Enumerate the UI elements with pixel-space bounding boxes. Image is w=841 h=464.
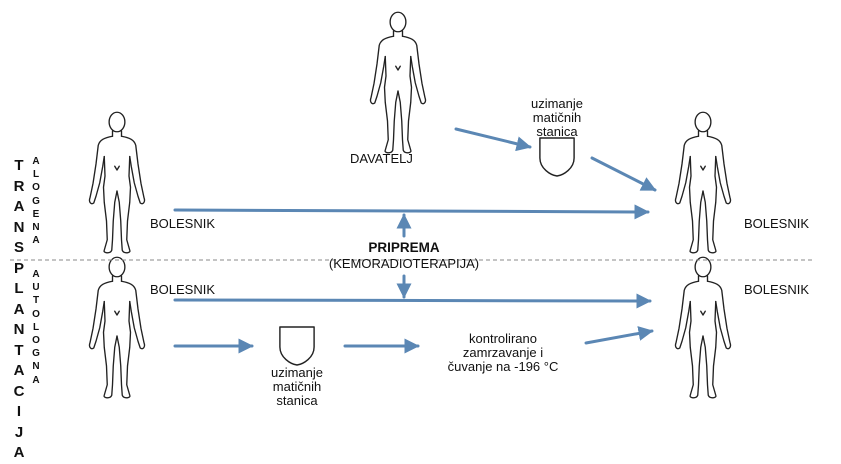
autologna-letter: T bbox=[32, 295, 40, 307]
alogena-letter: O bbox=[32, 182, 40, 194]
autologna-letter: O bbox=[32, 308, 40, 320]
outer-letter: T bbox=[14, 341, 24, 359]
patient-autologna-left-figure-icon bbox=[88, 256, 146, 399]
arrow-donor-to-bag bbox=[454, 127, 532, 152]
autologna-letter: O bbox=[32, 335, 40, 347]
outer-letter: L bbox=[14, 280, 24, 297]
alogena-letter: L bbox=[32, 169, 40, 181]
arrow-alogena-patient-to-patient bbox=[173, 204, 650, 220]
uzimanje-bottom-label: uzimanje matičnih stanica bbox=[270, 365, 324, 408]
bolesnik-alogena-left-label: BOLESNIK bbox=[150, 216, 216, 231]
arrow-freezing-to-patient bbox=[584, 326, 654, 345]
outer-letter: S bbox=[13, 239, 24, 256]
outer-letter: A bbox=[13, 198, 25, 215]
alogena-letter: G bbox=[32, 195, 40, 207]
priprema-subtitle: (KEMORADIOTERAPIJA) bbox=[328, 256, 480, 271]
outer-letter: N bbox=[13, 218, 25, 236]
autologna-letter: L bbox=[32, 321, 40, 333]
outer-letter: A bbox=[13, 444, 25, 461]
outer-letter: C bbox=[13, 382, 25, 400]
donor-figure-icon bbox=[369, 11, 427, 154]
uzimanje-top-label: uzimanje matičnih stanica bbox=[530, 96, 584, 139]
alogena-letter: A bbox=[32, 235, 40, 247]
arrow-bag-to-patient bbox=[590, 156, 657, 192]
stem-cell-bag-bottom-icon bbox=[279, 326, 315, 366]
bolesnik-autologna-left-label: BOLESNIK bbox=[150, 282, 216, 297]
outer-letter: A bbox=[13, 362, 25, 379]
autologna-letter: A bbox=[32, 269, 40, 280]
patient-alogena-right-figure-icon bbox=[674, 111, 732, 254]
bolesnik-alogena-right-label: BOLESNIK bbox=[744, 216, 810, 231]
outer-letter: N bbox=[13, 321, 25, 338]
outer-letter: T bbox=[14, 157, 24, 174]
patient-alogena-left-figure-icon bbox=[88, 111, 146, 254]
autologna-letter: A bbox=[32, 374, 40, 386]
alogena-letter: N bbox=[32, 222, 40, 234]
outer-letter: R bbox=[13, 177, 25, 195]
autologna-letter: U bbox=[32, 282, 40, 294]
bolesnik-autologna-right-label: BOLESNIK bbox=[744, 282, 810, 297]
autologna-letter: G bbox=[32, 348, 40, 360]
patient-autologna-right-figure-icon bbox=[674, 256, 732, 399]
stem-cell-bag-top-icon bbox=[539, 137, 575, 177]
outer-letter: I bbox=[16, 403, 22, 420]
davatelj-label: DAVATELJ bbox=[350, 151, 413, 166]
autologna-letter: N bbox=[32, 361, 40, 373]
transplantation-diagram bbox=[10, 11, 815, 399]
kontrolirano-label: kontrolirano zamrzavanje i čuvanje na -1… bbox=[447, 331, 559, 374]
alogena-letter: E bbox=[32, 208, 40, 220]
priprema-title: PRIPREMA bbox=[368, 240, 440, 255]
outer-letter: P bbox=[13, 259, 24, 277]
outer-letter: A bbox=[13, 300, 25, 318]
arrow-autologna-patient-to-patient bbox=[173, 293, 652, 309]
outer-letter: J bbox=[14, 423, 24, 441]
alogena-letter: A bbox=[32, 156, 40, 167]
